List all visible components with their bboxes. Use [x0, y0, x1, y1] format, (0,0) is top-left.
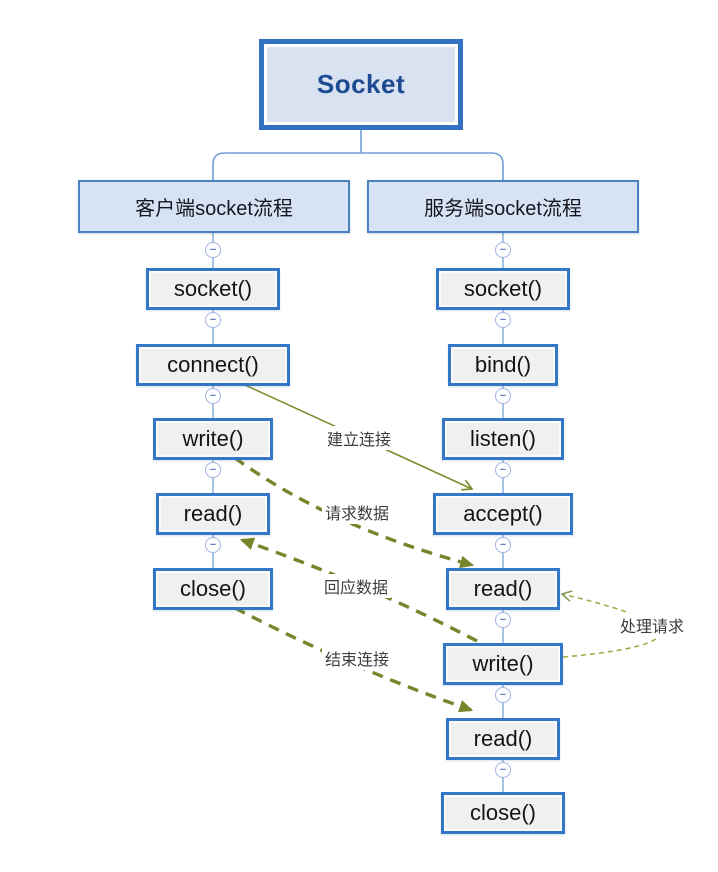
server-node-close[interactable]: close()	[441, 792, 565, 834]
node-label: socket()	[173, 276, 253, 301]
minus-icon: −	[499, 313, 507, 326]
minus-icon: −	[499, 763, 507, 776]
server-node-socket[interactable]: socket()	[436, 268, 570, 310]
node-label: read()	[183, 501, 243, 526]
node-label: read()	[473, 576, 533, 601]
collapse-toggle[interactable]: −	[495, 762, 511, 778]
minus-icon: −	[209, 243, 217, 256]
server-node-accept[interactable]: accept()	[433, 493, 573, 535]
client-node-close[interactable]: close()	[153, 568, 273, 610]
minus-icon: −	[499, 389, 507, 402]
collapse-toggle[interactable]: −	[495, 687, 511, 703]
client-node-connect[interactable]: connect()	[136, 344, 290, 386]
collapse-toggle[interactable]: −	[205, 242, 221, 258]
edge-label-response-data: 回应数据	[320, 574, 392, 598]
collapse-toggle[interactable]: −	[205, 462, 221, 478]
node-label: socket()	[463, 276, 543, 301]
node-label: write()	[182, 426, 244, 451]
node-label: write()	[472, 651, 534, 676]
minus-icon: −	[499, 243, 507, 256]
edge-label-close-connection: 结束连接	[321, 646, 393, 670]
edge-label-establish-connection: 建立连接	[323, 426, 395, 450]
node-label: bind()	[474, 352, 532, 377]
collapse-toggle[interactable]: −	[205, 312, 221, 328]
server-branch-header[interactable]: 服务端socket流程	[367, 180, 639, 233]
collapse-toggle[interactable]: −	[495, 612, 511, 628]
node-label: accept()	[463, 501, 543, 526]
node-label: close()	[469, 800, 536, 825]
minus-icon: −	[209, 538, 217, 551]
server-node-write[interactable]: write()	[443, 643, 563, 685]
root-node-socket[interactable]: Socket	[259, 39, 463, 130]
server-node-listen[interactable]: listen()	[442, 418, 564, 460]
node-label: read()	[473, 726, 533, 751]
server-node-read-2[interactable]: read()	[446, 718, 560, 760]
collapse-toggle[interactable]: −	[205, 537, 221, 553]
client-node-read[interactable]: read()	[156, 493, 270, 535]
minus-icon: −	[209, 313, 217, 326]
client-node-socket[interactable]: socket()	[146, 268, 280, 310]
collapse-toggle[interactable]: −	[205, 388, 221, 404]
tree-connector	[212, 130, 504, 180]
client-node-write[interactable]: write()	[153, 418, 273, 460]
minus-icon: −	[499, 538, 507, 551]
minus-icon: −	[209, 389, 217, 402]
server-node-bind[interactable]: bind()	[448, 344, 558, 386]
collapse-toggle[interactable]: −	[495, 462, 511, 478]
client-branch-header[interactable]: 客户端socket流程	[78, 180, 350, 233]
server-node-read-1[interactable]: read()	[446, 568, 560, 610]
root-node-label: Socket	[316, 69, 406, 99]
server-branch-title: 服务端socket流程	[424, 198, 582, 220]
edge-label-request-data: 请求数据	[321, 500, 393, 524]
node-label: listen()	[469, 426, 536, 451]
client-branch-title: 客户端socket流程	[135, 198, 293, 220]
minus-icon: −	[209, 463, 217, 476]
collapse-toggle[interactable]: −	[495, 312, 511, 328]
collapse-toggle[interactable]: −	[495, 242, 511, 258]
node-label: close()	[179, 576, 246, 601]
node-label: connect()	[167, 352, 259, 377]
edge-label-process-request: 处理请求	[616, 613, 688, 637]
collapse-toggle[interactable]: −	[495, 388, 511, 404]
collapse-toggle[interactable]: −	[495, 537, 511, 553]
minus-icon: −	[499, 463, 507, 476]
minus-icon: −	[499, 688, 507, 701]
minus-icon: −	[499, 613, 507, 626]
